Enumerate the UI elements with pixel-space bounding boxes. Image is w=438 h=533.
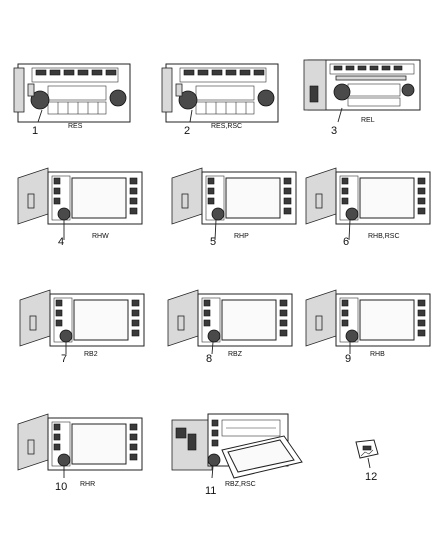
nav-unit-10[interactable] bbox=[17, 413, 143, 471]
part-number-2: 2 bbox=[184, 125, 190, 137]
nav-unit-11[interactable] bbox=[171, 413, 303, 479]
leader-line-1 bbox=[37, 109, 43, 123]
part-code-11: RBZ,RSC bbox=[225, 481, 256, 488]
part-number-12: 12 bbox=[365, 471, 377, 483]
nav-unit-9[interactable] bbox=[305, 289, 431, 347]
part-number-1: 1 bbox=[32, 125, 38, 137]
nav-unit-6[interactable] bbox=[305, 167, 431, 225]
leader-line-5 bbox=[214, 219, 217, 241]
part-number-11: 11 bbox=[205, 485, 216, 497]
part-number-10: 10 bbox=[55, 481, 67, 493]
part-code-4: RHW bbox=[92, 233, 109, 240]
part-number-9: 9 bbox=[345, 353, 351, 365]
part-number-3: 3 bbox=[331, 125, 337, 137]
radio-unit-2[interactable] bbox=[161, 63, 279, 123]
part-number-8: 8 bbox=[206, 353, 212, 365]
leader-line-11 bbox=[211, 465, 214, 479]
nav-unit-8[interactable] bbox=[167, 289, 293, 347]
usb-port-12[interactable] bbox=[355, 439, 379, 459]
part-code-5: RHP bbox=[234, 233, 249, 240]
part-number-6: 6 bbox=[343, 236, 349, 248]
nav-unit-5[interactable] bbox=[171, 167, 297, 225]
part-code-3: REL bbox=[361, 117, 375, 124]
radio-unit-3[interactable] bbox=[303, 59, 421, 111]
part-code-1: RES bbox=[68, 123, 83, 130]
leader-line-8 bbox=[211, 341, 214, 355]
part-code-6: RHB,RSC bbox=[368, 233, 400, 240]
part-code-10: RHR bbox=[80, 481, 95, 488]
nav-unit-7[interactable] bbox=[19, 289, 145, 347]
leader-line-12 bbox=[367, 457, 371, 469]
leader-line-6 bbox=[348, 219, 351, 241]
part-code-8: RBZ bbox=[228, 351, 243, 358]
part-code-7: RB2 bbox=[84, 351, 98, 358]
radio-unit-1[interactable] bbox=[13, 63, 131, 123]
leader-line-3 bbox=[337, 107, 343, 123]
part-number-4: 4 bbox=[58, 236, 64, 248]
part-code-9: RHB bbox=[370, 351, 385, 358]
part-number-5: 5 bbox=[210, 236, 216, 248]
part-code-2: RES,RSC bbox=[211, 123, 242, 130]
leader-line-2 bbox=[189, 109, 193, 123]
part-number-7: 7 bbox=[61, 353, 67, 365]
nav-unit-4[interactable] bbox=[17, 167, 143, 225]
